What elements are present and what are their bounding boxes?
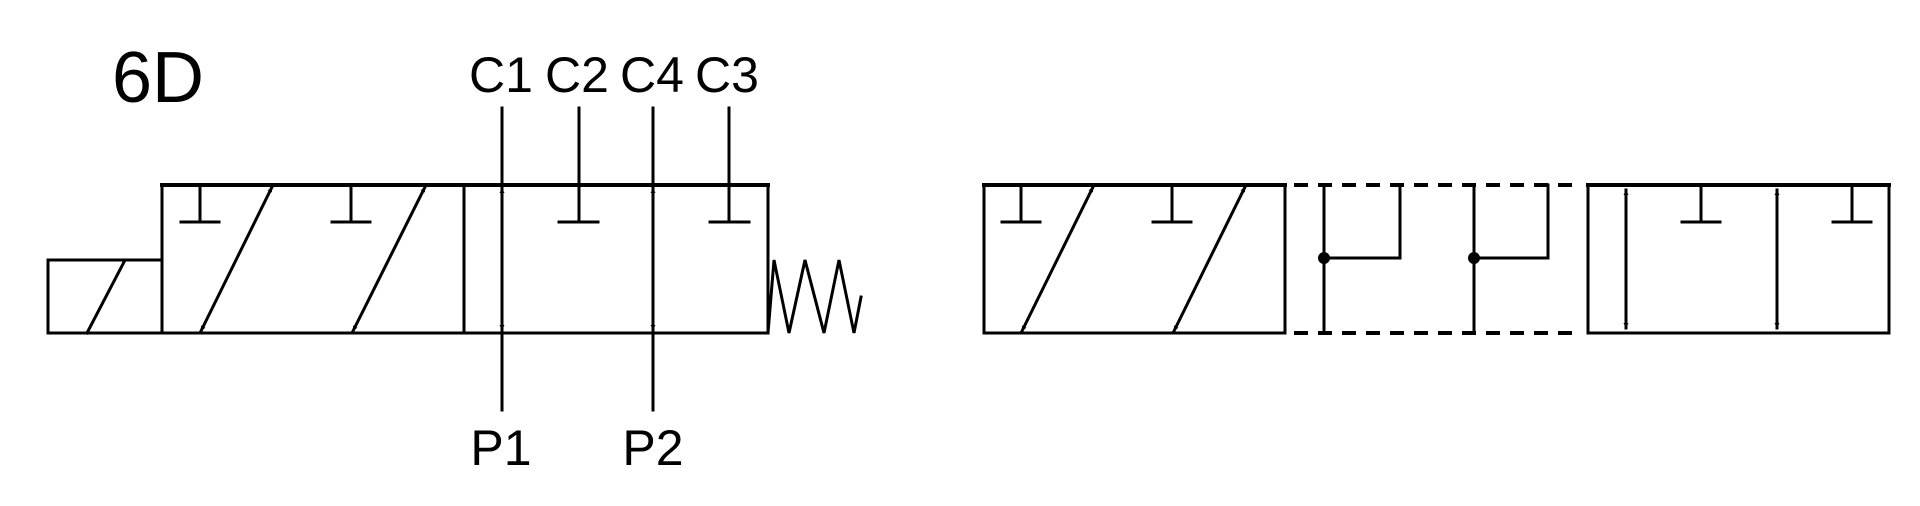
- connection-line: [1322, 183, 1402, 335]
- straight-position-right: [1623, 185, 1873, 330]
- junction-dot-icon: [1468, 252, 1480, 264]
- port-label-c1: C1: [469, 47, 533, 103]
- port-label-c4: C4: [620, 47, 684, 103]
- blocked-port-icon: [1680, 185, 1722, 224]
- blocked-port-icon: [1151, 185, 1193, 224]
- double-arrow-icon: [198, 184, 275, 334]
- double-arrow-icon: [1019, 184, 1096, 334]
- port-label-c2: C2: [545, 47, 609, 103]
- crossover-position: [179, 184, 428, 334]
- blocked-port-icon: [330, 185, 372, 224]
- valve-title: 6D: [112, 38, 204, 118]
- blocked-port-icon: [179, 185, 221, 224]
- crossover-position-right: [1000, 184, 1248, 334]
- port-label-p2: P2: [622, 420, 683, 476]
- spring-icon: [766, 259, 863, 335]
- straight-position: [499, 106, 751, 412]
- double-arrow-icon: [350, 184, 428, 334]
- port-label-p1: P1: [470, 420, 531, 476]
- valve-body-right: [982, 183, 1891, 335]
- double-arrow-icon: [1171, 184, 1248, 334]
- solenoid-actuator: [46, 258, 164, 336]
- blocked-port-icon: [1831, 185, 1873, 224]
- blocked-port-icon: [1000, 185, 1042, 224]
- valve-body-left: [160, 183, 770, 335]
- junction-dot-icon: [1318, 252, 1330, 264]
- port-label-c3: C3: [695, 47, 759, 103]
- transition-position: [1318, 183, 1550, 335]
- connection-line: [1472, 183, 1550, 335]
